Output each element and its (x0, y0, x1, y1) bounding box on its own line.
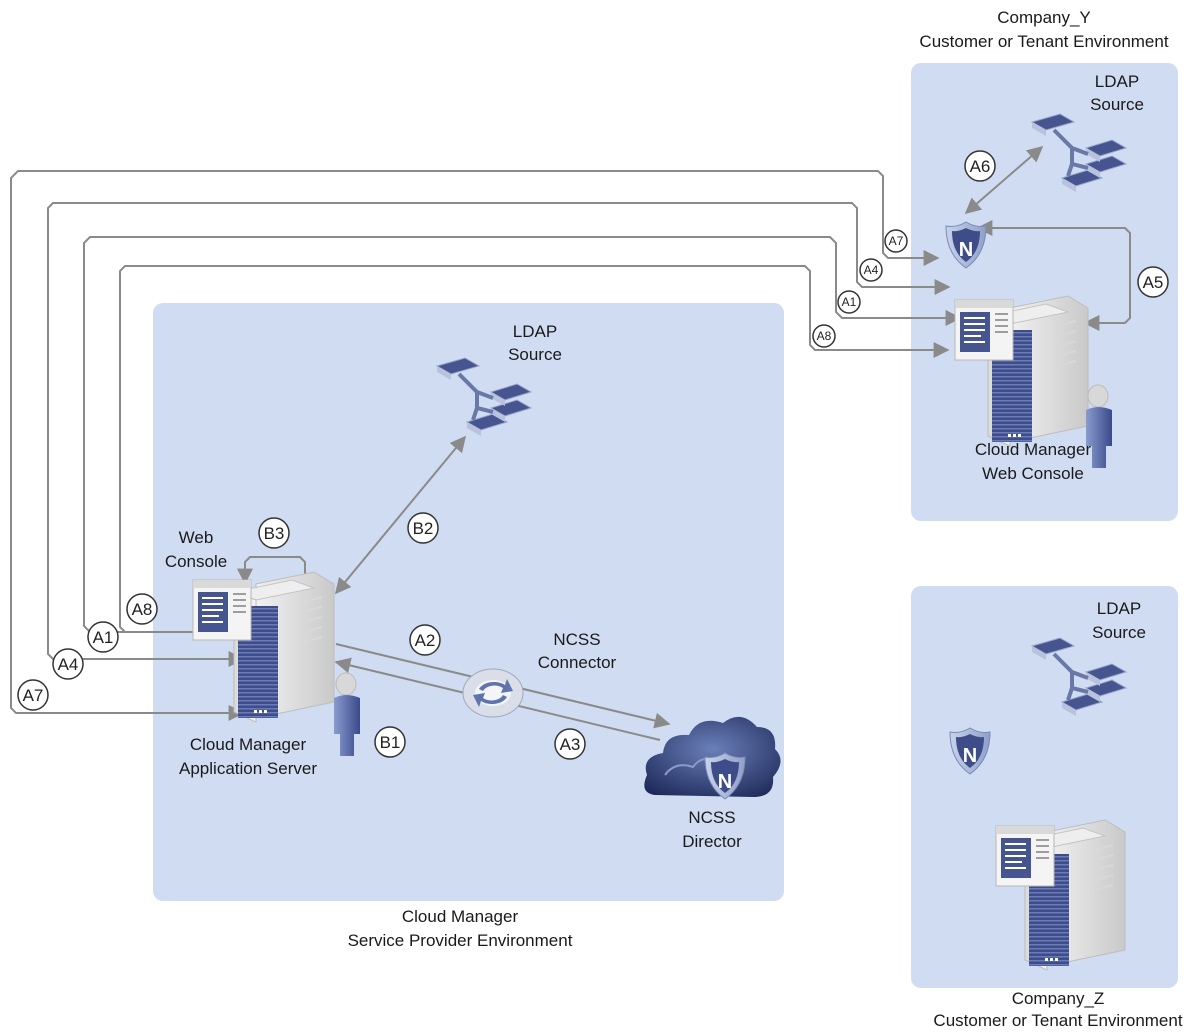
badge-a1: A1 (87, 621, 119, 653)
shield-letter: N (963, 745, 977, 767)
shield-letter: N (959, 239, 973, 261)
service-provider-subtitle: Service Provider Environment (348, 931, 573, 950)
ncss-connector-label: NCSS (553, 630, 600, 649)
web-console-icon (192, 579, 252, 641)
badge-b3: B3 (258, 517, 290, 549)
svg-text:A2: A2 (415, 631, 436, 650)
ncss-connector-label-2: Connector (538, 653, 617, 672)
company-y-console-label: Cloud Manager (975, 440, 1092, 459)
company-y-ldap-label-2: Source (1090, 95, 1144, 114)
svg-text:A7: A7 (23, 686, 44, 705)
badge-a6: A6 (964, 150, 996, 182)
badge-a5: A5 (1137, 266, 1169, 298)
badge-a7: A7 (17, 679, 49, 711)
connector-a6 (964, 145, 1044, 215)
company-z-subtitle: Customer or Tenant Environment (933, 1011, 1182, 1030)
sp-ldap-label-2: Source (508, 345, 562, 364)
connector-a4 (47, 202, 951, 667)
svg-text:A4: A4 (864, 263, 879, 277)
connector-a1 (83, 236, 962, 633)
badge-a4-small: A4 (859, 258, 883, 282)
badge-b2: B2 (407, 512, 439, 544)
company-y-console-label-2: Web Console (982, 464, 1084, 483)
web-console-icon (954, 299, 1014, 361)
svg-text:B2: B2 (413, 519, 434, 538)
shield-letter: N (718, 771, 732, 793)
svg-text:A8: A8 (817, 329, 832, 343)
svg-text:A1: A1 (93, 628, 114, 647)
connector-b2 (334, 435, 467, 595)
svg-text:B3: B3 (264, 524, 285, 543)
svg-text:A8: A8 (132, 600, 153, 619)
svg-text:A5: A5 (1143, 273, 1164, 292)
company-z-ldap-label: LDAP (1097, 599, 1141, 618)
svg-text:B1: B1 (380, 733, 401, 752)
badge-a8-small: A8 (812, 324, 836, 348)
web-console-icon (995, 825, 1055, 887)
svg-text:A6: A6 (970, 157, 991, 176)
service-provider-title: Cloud Manager (402, 907, 519, 926)
badge-a3: A3 (554, 728, 586, 760)
connector-b3 (237, 556, 306, 590)
sync-connector-icon (462, 668, 524, 718)
svg-text:A7: A7 (889, 234, 904, 248)
connector-a5 (976, 220, 1131, 331)
badge-b1: B1 (374, 726, 406, 758)
web-console-label: Web (179, 528, 214, 547)
badge-a7-small: A7 (884, 229, 908, 253)
badge-a4: A4 (52, 648, 84, 680)
connector-a7 (10, 170, 940, 721)
sp-ldap-label: LDAP (513, 322, 557, 341)
company-z-ldap-label-2: Source (1092, 623, 1146, 642)
web-console-label-2: Console (165, 552, 227, 571)
app-server-label: Cloud Manager (190, 735, 307, 754)
ncss-director-label: NCSS (688, 808, 735, 827)
svg-text:A1: A1 (842, 295, 857, 309)
badge-a2: A2 (409, 624, 441, 656)
svg-text:A4: A4 (58, 655, 79, 674)
company-y-subtitle: Customer or Tenant Environment (919, 32, 1168, 51)
ncss-director-label-2: Director (682, 832, 742, 851)
company-y-ldap-label: LDAP (1095, 72, 1139, 91)
badge-a1-small: A1 (837, 290, 861, 314)
connector-a8 (119, 265, 950, 633)
company-z-title: Company_Z (1012, 989, 1105, 1008)
svg-text:A3: A3 (560, 735, 581, 754)
company-y-title: Company_Y (997, 8, 1091, 27)
app-server-label-2: Application Server (179, 759, 317, 778)
badge-a8: A8 (126, 593, 158, 625)
